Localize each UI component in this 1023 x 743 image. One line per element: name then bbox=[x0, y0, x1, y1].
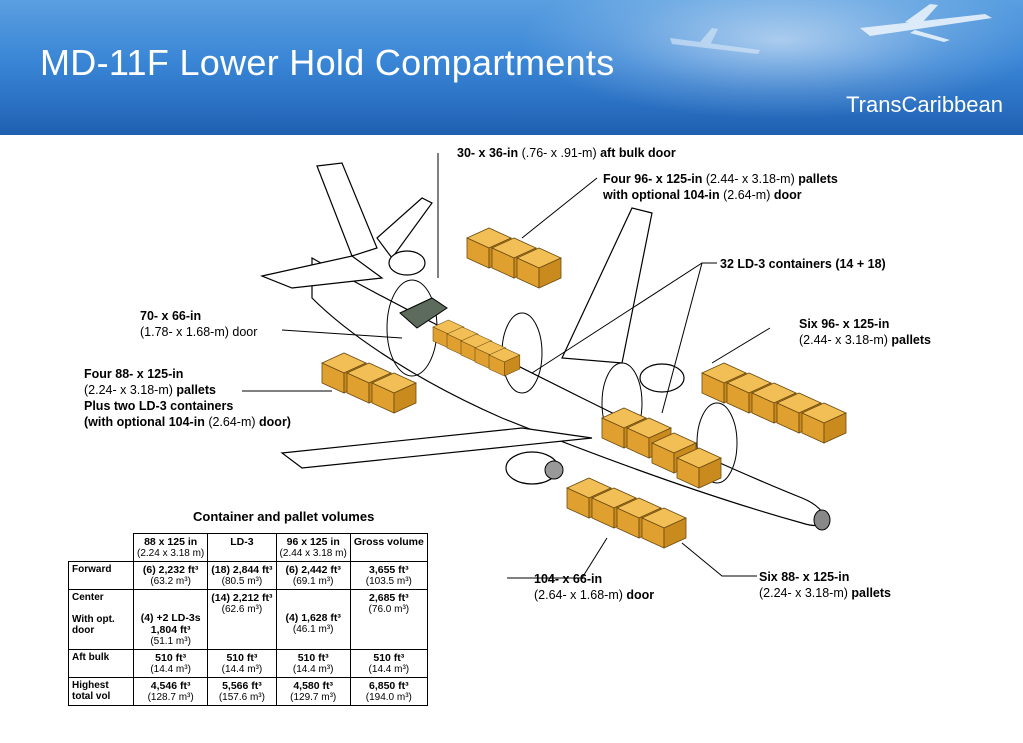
md11f-hold-diagram bbox=[242, 153, 847, 579]
label-aft-bulk-door: 30- x 36-in (.76- x .91-m) aft bulk door bbox=[457, 146, 676, 160]
table-row: Aft bulk 510 ft³(14.4 m³) 510 ft³(14.4 m… bbox=[68, 649, 428, 678]
col-ld3: LD-3 bbox=[207, 533, 277, 562]
slide-header: MD-11F Lower Hold Compartments TransCari… bbox=[0, 0, 1023, 135]
table-row: Highest total vol 4,546 ft³(128.7 m³) 5,… bbox=[68, 677, 428, 706]
table-cell: 3,655 ft³(103.5 m³) bbox=[349, 561, 428, 590]
col-gross: Gross volume bbox=[349, 533, 428, 562]
volumes-caption: Container and pallet volumes bbox=[193, 509, 375, 524]
table-cell: 510 ft³(14.4 m³) bbox=[132, 649, 209, 678]
aft-pallets bbox=[466, 227, 562, 289]
table-row: Forward (6) 2,232 ft³(63.2 m³) (18) 2,84… bbox=[68, 561, 428, 590]
col-96: 96 x 125 in(2.44 x 3.18 m) bbox=[275, 533, 351, 562]
table-cell: (18) 2,844 ft³(80.5 m³) bbox=[207, 561, 277, 590]
table-cell: 4,546 ft³(128.7 m³) bbox=[132, 677, 209, 706]
page-title: MD-11F Lower Hold Compartments bbox=[40, 42, 615, 83]
label-aft-pallets: Four 96- x 125-in (2.44- x 3.18-m) palle… bbox=[603, 172, 838, 202]
table-cell: 5,566 ft³(157.6 m³) bbox=[207, 677, 277, 706]
label-four-88-pallets: Four 88- x 125-in (2.24- x 3.18-m) palle… bbox=[84, 367, 291, 429]
label-ld3-containers: 32 LD-3 containers (14 + 18) bbox=[720, 257, 886, 271]
label-six-88-pallets: Six 88- x 125-in (2.24- x 3.18-m) pallet… bbox=[759, 570, 891, 600]
row-label: Highest total vol bbox=[68, 677, 134, 706]
table-corner bbox=[68, 533, 134, 562]
lower-wing bbox=[280, 427, 593, 469]
table-cell: 510 ft³(14.4 m³) bbox=[349, 649, 428, 678]
table-cell: 510 ft³(14.4 m³) bbox=[207, 649, 277, 678]
six-88-pallets bbox=[566, 477, 687, 549]
table-cell: (6) 2,232 ft³(63.2 m³) bbox=[132, 561, 209, 590]
col-88: 88 x 125 in(2.24 x 3.18 m) bbox=[132, 533, 209, 562]
horizontal-stabilizer bbox=[259, 255, 384, 289]
table-cell: 6,850 ft³(194.0 m³) bbox=[349, 677, 428, 706]
label-70-door: 70- x 66-in (1.78- x 1.68-m) door bbox=[140, 309, 258, 339]
table-cell: 510 ft³(14.4 m³) bbox=[275, 649, 351, 678]
table-cell: (6) 2,442 ft³(69.1 m³) bbox=[275, 561, 351, 590]
row-label: Aft bulk bbox=[68, 649, 134, 678]
table-cell: 2,685 ft³(76.0 m³) bbox=[349, 589, 428, 650]
row-label: Forward bbox=[68, 561, 134, 590]
table-cell: 4,580 ft³(129.7 m³) bbox=[275, 677, 351, 706]
tail-fin bbox=[316, 162, 378, 257]
airplane-graphic-icon bbox=[670, 4, 992, 54]
volumes-table: 88 x 125 in(2.24 x 3.18 m) LD-3 96 x 125… bbox=[68, 533, 428, 706]
table-cell: (14) 2,212 ft³(62.6 m³) bbox=[207, 589, 277, 650]
aft-door bbox=[399, 297, 448, 329]
six-96-pallets bbox=[701, 362, 847, 444]
upper-wing bbox=[561, 207, 653, 364]
table-cell: (4) 1,628 ft³(46.1 m³) bbox=[275, 589, 351, 650]
label-104-door: 104- x 66-in (2.64- x 1.68-m) door bbox=[534, 572, 655, 602]
table-header-row: 88 x 125 in(2.24 x 3.18 m) LD-3 96 x 125… bbox=[68, 533, 428, 562]
brand-name: TransCaribbean bbox=[846, 92, 1003, 117]
label-six-96-pallets: Six 96- x 125-in (2.44- x 3.18-m) pallet… bbox=[799, 317, 931, 347]
